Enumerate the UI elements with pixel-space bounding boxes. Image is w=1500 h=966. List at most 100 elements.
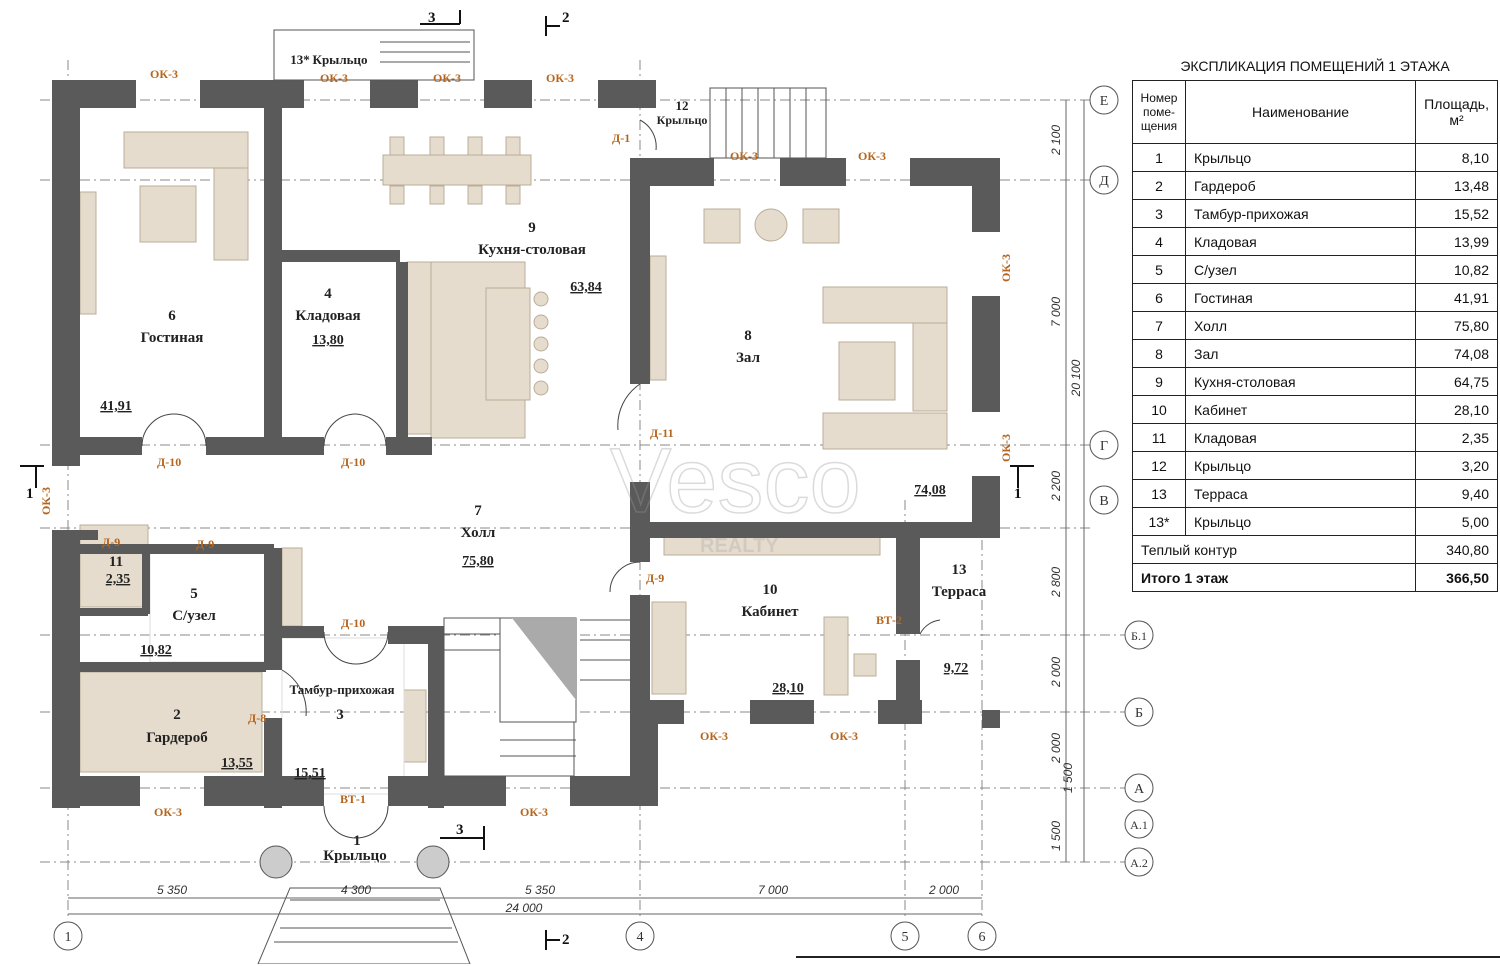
cell-name: Крыльцо xyxy=(1184,451,1417,480)
svg-text:Д-9: Д-9 xyxy=(102,535,120,549)
cell-name: Гостиная xyxy=(1184,283,1417,312)
room-7-area: 75,80 xyxy=(462,554,494,569)
axis-markers: Е Д Г В Б.1 Б А А.1 А.2 1 4 5 6 xyxy=(53,85,1154,951)
svg-text:4 300: 4 300 xyxy=(341,883,371,897)
svg-text:А.2: А.2 xyxy=(1130,856,1148,870)
cell-name: Тамбур-прихожая xyxy=(1184,199,1417,228)
dimensions: 5 350 4 300 5 350 7 000 2 000 24 000 2 1… xyxy=(68,100,1085,915)
cell-area: 13,99 xyxy=(1415,227,1498,256)
svg-text:2 100: 2 100 xyxy=(1049,125,1063,156)
cell-area: 2,35 xyxy=(1415,423,1498,452)
cell-name: Гардероб xyxy=(1184,171,1417,200)
cell-area: 13,48 xyxy=(1415,171,1498,200)
room-5-area: 10,82 xyxy=(140,643,172,658)
cell-number: 8 xyxy=(1132,339,1186,368)
svg-text:Д-11: Д-11 xyxy=(650,426,674,440)
walls xyxy=(52,80,1000,808)
svg-text:ОК-3: ОК-3 xyxy=(830,729,858,743)
door-swings xyxy=(141,119,941,839)
svg-text:Б.1: Б.1 xyxy=(1131,629,1147,643)
cell-name: Кухня-столовая xyxy=(1184,367,1417,396)
svg-text:ОК-3: ОК-3 xyxy=(150,67,178,81)
cell-area: 3,20 xyxy=(1415,451,1498,480)
room-9-num: 9 xyxy=(528,220,536,236)
svg-text:ОК-3: ОК-3 xyxy=(433,71,461,85)
header-number: Номер поме-щения xyxy=(1132,80,1186,144)
cell-area: 9,40 xyxy=(1415,479,1498,508)
room-7-num: 7 xyxy=(474,503,482,519)
cell-name: Терраса xyxy=(1184,479,1417,508)
room-2-name: Гардероб xyxy=(146,730,207,746)
room-13-area: 9,72 xyxy=(944,661,969,676)
room-3-name: Тамбур-прихожая xyxy=(289,682,394,697)
room-13-num: 13 xyxy=(952,562,967,578)
table-title: ЭКСПЛИКАЦИЯ ПОМЕЩЕНИЙ 1 ЭТАЖА xyxy=(1180,58,1450,74)
room-10-num: 10 xyxy=(763,582,778,598)
room-6-name: Гостиная xyxy=(141,330,204,346)
svg-text:7 000: 7 000 xyxy=(758,883,788,897)
room-10-name: Кабинет xyxy=(742,604,800,620)
svg-text:5 350: 5 350 xyxy=(157,883,187,897)
room-3-num: 3 xyxy=(336,707,344,723)
room-1-num: 1 xyxy=(353,833,361,849)
svg-text:2 000: 2 000 xyxy=(1049,657,1063,688)
svg-text:А.1: А.1 xyxy=(1130,818,1148,832)
svg-text:ОК-3: ОК-3 xyxy=(999,254,1013,282)
total-area: 366,50 xyxy=(1415,563,1498,592)
svg-text:3: 3 xyxy=(456,822,464,838)
svg-text:1 500: 1 500 xyxy=(1061,763,1075,793)
stairs xyxy=(257,29,827,964)
svg-text:Vesco: Vesco xyxy=(610,430,861,532)
svg-text:ОК-3: ОК-3 xyxy=(999,434,1013,462)
svg-text:2: 2 xyxy=(562,932,570,948)
room-4-name: Кладовая xyxy=(295,308,360,324)
warm-contour-area: 340,80 xyxy=(1415,535,1498,564)
room-2-area: 13,55 xyxy=(221,756,253,771)
section-cuts: 1 1 2 2 3 3 xyxy=(20,10,1034,950)
svg-text:ОК-3: ОК-3 xyxy=(700,729,728,743)
svg-text:5 350: 5 350 xyxy=(525,883,555,897)
svg-text:Д-9: Д-9 xyxy=(646,571,664,585)
title-block xyxy=(796,956,1500,966)
room-4-num: 4 xyxy=(324,286,332,302)
cell-area: 64,75 xyxy=(1415,367,1498,396)
svg-text:2 800: 2 800 xyxy=(1049,567,1063,598)
warm-contour-label: Теплый контур xyxy=(1131,535,1417,564)
cell-number: 7 xyxy=(1132,311,1186,340)
svg-text:Б: Б xyxy=(1135,706,1143,721)
cell-area: 15,52 xyxy=(1415,199,1498,228)
svg-text:ОК-3: ОК-3 xyxy=(520,805,548,819)
svg-text:ВТ-1: ВТ-1 xyxy=(340,792,366,806)
cell-name: Кабинет xyxy=(1184,395,1417,424)
svg-text:Д-1: Д-1 xyxy=(612,131,630,145)
cell-name: С/узел xyxy=(1184,255,1417,284)
room-1-name: Крыльцо xyxy=(323,848,386,864)
svg-text:24 000: 24 000 xyxy=(505,901,543,915)
svg-text:Д-10: Д-10 xyxy=(157,455,181,469)
svg-text:ОК-3: ОК-3 xyxy=(546,71,574,85)
room-13s-num: 13* xyxy=(290,52,310,67)
cell-name: Крыльцо xyxy=(1184,507,1417,536)
svg-text:1 500: 1 500 xyxy=(1049,821,1063,851)
svg-text:Д-10: Д-10 xyxy=(341,616,365,630)
svg-text:ОК-3: ОК-3 xyxy=(858,149,886,163)
cell-number: 4 xyxy=(1132,227,1186,256)
room-5-num: 5 xyxy=(190,586,198,602)
room-4-area: 13,80 xyxy=(312,333,344,348)
room-12-name: Крыльцо xyxy=(657,113,708,127)
cell-number: 10 xyxy=(1132,395,1186,424)
cell-name: Кладовая xyxy=(1184,227,1417,256)
cell-area: 10,82 xyxy=(1415,255,1498,284)
